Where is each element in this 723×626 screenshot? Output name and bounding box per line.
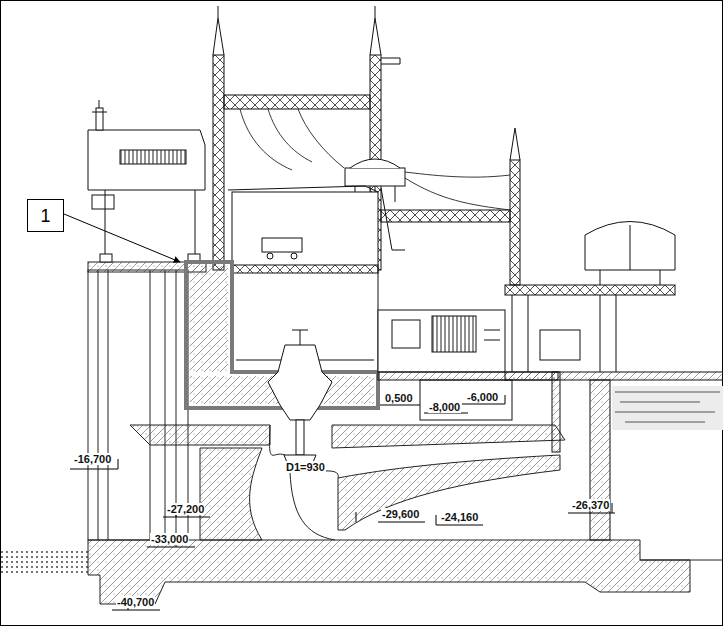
water-passages — [130, 425, 565, 540]
water-passages — [270, 425, 285, 455]
powerhouse — [190, 266, 228, 372]
dimension-label: 0,500 — [384, 392, 414, 404]
auxiliary-building — [552, 372, 560, 452]
water-passages — [130, 425, 270, 445]
tailwater — [615, 392, 720, 422]
towers — [213, 55, 224, 270]
foundation — [0, 548, 88, 574]
turbine-unit — [296, 420, 304, 455]
leader-line — [64, 214, 180, 262]
powerhouse — [228, 186, 378, 192]
wires — [298, 109, 344, 168]
powerhouse — [262, 238, 302, 252]
dimension-label: D1=930 — [285, 461, 326, 473]
wires — [268, 109, 312, 162]
dimension-label: -26,370 — [571, 499, 610, 511]
tailrace-gantry — [512, 295, 616, 372]
intake-block — [88, 262, 206, 540]
auxiliary-building — [420, 380, 512, 420]
turbine-unit — [292, 330, 308, 345]
powerhouse — [291, 253, 297, 259]
dimension-label: -24,160 — [440, 511, 479, 523]
towers — [381, 188, 405, 250]
towers — [213, 6, 224, 55]
gantry-crane — [105, 190, 195, 262]
level-markers — [70, 395, 615, 610]
water-passages — [338, 455, 560, 530]
tailrace-gantry — [540, 330, 580, 360]
auxiliary-building — [484, 330, 500, 340]
foundation — [88, 540, 690, 604]
tailrace-gantry — [600, 225, 660, 285]
callout-box: 1 — [27, 199, 64, 232]
tailrace-gantry — [505, 285, 675, 295]
dimension-label: -8,000 — [428, 401, 461, 413]
tailwater — [612, 386, 723, 430]
water-passages — [332, 425, 565, 448]
towers — [510, 128, 520, 160]
towers — [224, 95, 370, 109]
dimension-label: -16,700 — [73, 453, 112, 465]
auxiliary-building — [432, 316, 476, 352]
turbine-unit — [268, 330, 332, 470]
dimension-label: -27,200 — [166, 503, 205, 515]
towers — [370, 6, 400, 64]
callout-number: 1 — [40, 207, 50, 225]
gantry-crane — [88, 100, 205, 262]
turbine-unit — [268, 345, 332, 420]
wires — [405, 172, 510, 177]
level-markers — [380, 405, 420, 406]
gantry-crane — [88, 130, 205, 190]
towers — [345, 168, 405, 186]
dimension-label: -6,000 — [466, 391, 499, 403]
gantry-crane — [120, 150, 186, 164]
tailwater — [612, 386, 723, 430]
auxiliary-building — [378, 310, 560, 452]
wires — [405, 178, 510, 210]
foundation — [640, 560, 723, 561]
gantry-crane — [92, 195, 114, 209]
gantry-crane — [100, 254, 112, 262]
dimension-label: -40,700 — [116, 596, 155, 608]
tailrace-gantry — [505, 372, 723, 380]
towers — [510, 160, 520, 285]
dimension-label: -33,000 — [150, 533, 189, 545]
auxiliary-building — [392, 320, 420, 348]
tailrace-gantry — [590, 380, 610, 540]
water-passages — [200, 448, 262, 540]
dimension-label: -29,600 — [381, 508, 420, 520]
towers — [350, 159, 400, 168]
intake-block — [88, 270, 188, 540]
auxiliary-building — [378, 310, 505, 372]
foundation — [0, 540, 723, 604]
powerhouse — [267, 253, 273, 259]
powerhouse — [232, 265, 378, 273]
gantry-crane — [92, 100, 107, 112]
water-passages — [290, 471, 338, 540]
gantry-crane — [96, 108, 103, 130]
intake-block — [98, 270, 176, 540]
tailrace-gantry — [505, 222, 723, 541]
towers — [381, 210, 510, 222]
